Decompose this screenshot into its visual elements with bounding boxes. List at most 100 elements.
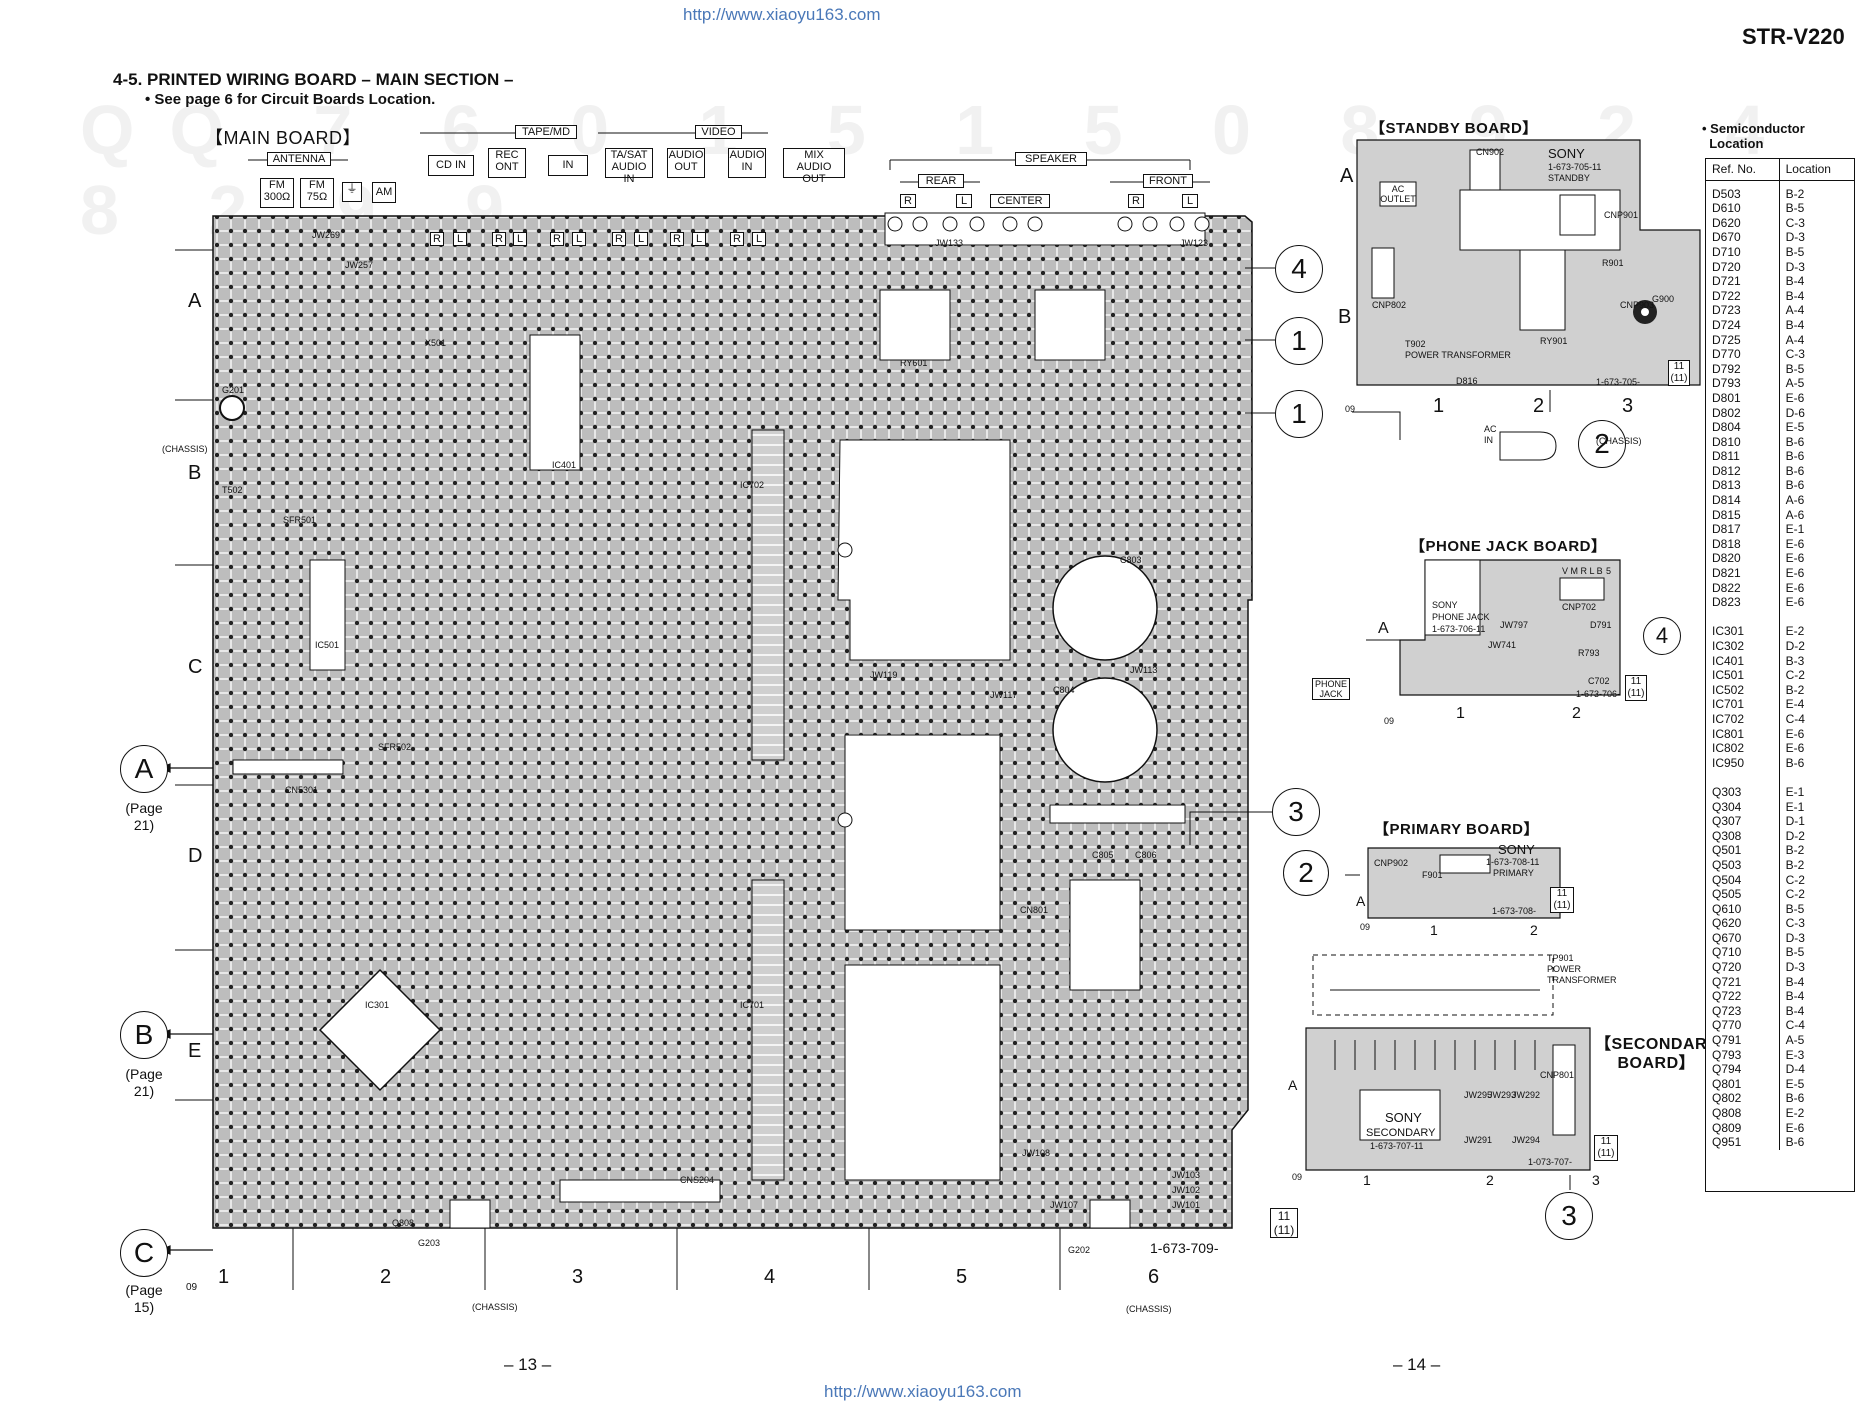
primary-label-cnp902: CNP902 — [1374, 858, 1409, 868]
label-c806: C806 — [1135, 850, 1157, 860]
secondary-label-jw295: JW295 — [1464, 1090, 1493, 1100]
primary-sub: PRIMARY — [1493, 868, 1534, 878]
ref-no-cell: D812 — [1706, 463, 1780, 479]
rear-r-label: R — [900, 194, 916, 208]
standby-sony: SONY — [1548, 146, 1585, 161]
ref-no-cell: Q951 — [1706, 1135, 1780, 1150]
secondary-part-line: 1-673-707-11 — [1370, 1141, 1424, 1151]
vin-r-marker: R — [730, 232, 744, 246]
row-e-label: E — [188, 1040, 202, 1062]
location-cell: C-2 — [1785, 872, 1805, 887]
main-board-title: 【MAIN BOARD】 — [205, 128, 362, 148]
col-6-label: 6 — [1148, 1266, 1160, 1288]
label-cns204: CNS204 — [680, 1175, 715, 1185]
label-ic401: IC401 — [552, 460, 577, 470]
background-watermark: QQ 7 6 0 1 5 1 5 0 8 9 2 4 8 2 9 9 — [80, 91, 1800, 249]
location-cell: B-4 — [1785, 989, 1805, 1004]
ref-no-cell: D804 — [1706, 420, 1780, 435]
location-cell: A-5 — [1785, 1033, 1805, 1048]
location-cell: E-6 — [1785, 726, 1805, 741]
standby-label-g900: G900 — [1652, 294, 1675, 304]
vout-l-marker: L — [692, 232, 706, 246]
location-cell: C-3 — [1785, 916, 1805, 931]
label-c805: C805 — [1092, 850, 1114, 860]
row-c-label: C — [188, 656, 203, 678]
standby-label-cn902: CN902 — [1476, 147, 1505, 157]
main-board-part-number: 1-673-709- — [1150, 1240, 1219, 1256]
location-cell: D-1 — [1785, 814, 1805, 829]
ref-no-cell: D822 — [1706, 580, 1780, 596]
label-c804: C804 — [1053, 685, 1075, 695]
location-cell: E-2 — [1785, 1106, 1805, 1120]
cd-l-marker: L — [453, 232, 467, 246]
ref-no-cell: Q503 — [1706, 857, 1780, 873]
location-cell: D-3 — [1785, 930, 1805, 945]
ref-no-cell: D503 — [1706, 186, 1780, 202]
ref-no-cell: D811 — [1706, 449, 1780, 464]
secondary-col-3: 3 — [1592, 1172, 1600, 1188]
ref-no-cell: D620 — [1706, 215, 1780, 231]
location-cell: E-1 — [1785, 522, 1805, 537]
ref-no-cell: Q794 — [1706, 1062, 1780, 1077]
table-spacer — [1706, 770, 1854, 785]
ref-no-cell: D802 — [1706, 405, 1780, 421]
table-row: D817 E-1 — [1706, 522, 1854, 537]
top-url[interactable]: http://www.xiaoyu163.com — [683, 5, 881, 24]
label-g202: G202 — [1068, 1245, 1091, 1255]
ref-no-cell: IC802 — [1706, 741, 1780, 756]
ref-no-cell: D817 — [1706, 522, 1780, 537]
primary-col-2: 2 — [1530, 922, 1538, 938]
standby-col-3: 3 — [1622, 395, 1634, 417]
standby-part-number: 1-673-705- — [1596, 377, 1641, 387]
standby-transformer-ref: T902 — [1405, 339, 1426, 349]
standby-revision: 11(11) — [1668, 360, 1690, 386]
ref-no-cell: Q308 — [1706, 828, 1780, 844]
table-row: D503 B-2 — [1706, 186, 1854, 202]
ref-no-cell: Q307 — [1706, 814, 1780, 829]
table-spacer — [1706, 180, 1854, 187]
location-cell: B-2 — [1785, 186, 1805, 201]
main-board-revision: 11(11) — [1270, 1208, 1298, 1238]
ref-no-cell: Q770 — [1706, 1018, 1780, 1034]
col-location-header: Location — [1785, 162, 1831, 176]
location-cell: C-2 — [1785, 887, 1805, 902]
location-cell: E-6 — [1785, 1120, 1805, 1135]
bottom-url[interactable]: http://www.xiaoyu163.com — [824, 1382, 1022, 1401]
standby-row-a: A — [1340, 165, 1354, 187]
standby-row-b: B — [1338, 306, 1352, 328]
sat-l-marker: L — [634, 232, 648, 246]
location-cell: A-4 — [1785, 303, 1805, 318]
ref-no-cell: Q303 — [1706, 784, 1780, 800]
chassis-label-bottom-right: (CHASSIS) — [1126, 1304, 1172, 1314]
ref-no-cell: Q721 — [1706, 974, 1780, 990]
label-jw133: JW133 — [935, 238, 964, 248]
location-cell: A-5 — [1785, 376, 1805, 391]
label-jw123: JW123 — [1180, 238, 1209, 248]
ref-no-cell: D670 — [1706, 230, 1780, 245]
location-cell: E-5 — [1785, 1076, 1805, 1091]
